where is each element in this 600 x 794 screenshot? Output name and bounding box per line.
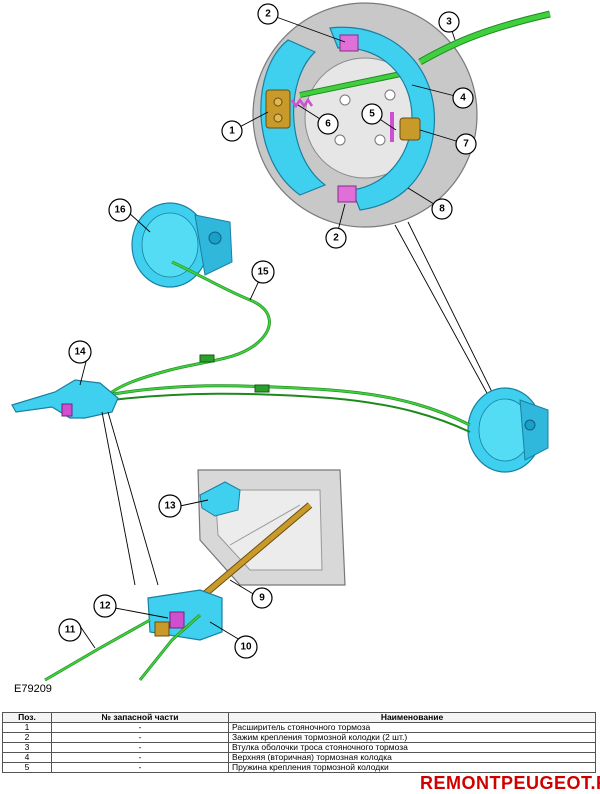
- table-row: 5 - Пружина крепления тормозной колодки: [2, 762, 596, 773]
- callout-9: 9: [251, 587, 273, 609]
- row-part-number: -: [51, 742, 229, 753]
- column-header-part-number: № запасной части: [51, 712, 229, 723]
- underbody-detail: [44, 469, 346, 682]
- shoe-clip-bottom: [337, 185, 357, 203]
- row-position: 4: [2, 752, 52, 763]
- figure-id: E79209: [14, 683, 52, 695]
- callout-12: 12: [93, 594, 117, 618]
- callout-2-top: 2: [257, 3, 279, 25]
- shoe-spring-left: [290, 97, 314, 109]
- svg-text:2: 2: [333, 233, 339, 244]
- svg-text:6: 6: [325, 119, 331, 130]
- svg-text:1: 1: [229, 126, 235, 137]
- callout-7: 7: [455, 133, 477, 155]
- svg-text:12: 12: [99, 601, 111, 612]
- callout-10: 10: [234, 635, 258, 659]
- svg-text:15: 15: [257, 267, 269, 278]
- svg-text:5: 5: [369, 109, 375, 120]
- callout-15: 15: [251, 260, 275, 284]
- svg-text:16: 16: [114, 205, 126, 216]
- table-row: 3 - Втулка оболочки троса стояночного то…: [2, 742, 596, 753]
- lower-brake-shoe: [260, 39, 327, 196]
- callouts: 2 3 4 5 6 1 7 8 2 16 15 14 13 9 12 10 11: [58, 3, 477, 659]
- brake-assembly-diagram: 2 3 4 5 6 1 7 8 2 16 15 14 13 9 12 10 11: [11, 2, 551, 682]
- row-position: 1: [2, 722, 52, 733]
- parts-table: Поз. № запасной части Наименование 1 - Р…: [2, 712, 596, 773]
- row-position: 3: [2, 742, 52, 753]
- parking-brake-cables: [107, 260, 471, 433]
- right-brake-drum: [467, 387, 549, 473]
- row-name: Втулка оболочки троса стояночного тормоз…: [228, 742, 596, 753]
- callout-4: 4: [452, 87, 474, 109]
- callout-13: 13: [158, 494, 182, 518]
- callout-6: 6: [317, 113, 339, 135]
- row-part-number: -: [51, 752, 229, 763]
- row-name: Расширитель стояночного тормоза: [228, 722, 596, 733]
- drum-brake-assembly: [252, 2, 551, 228]
- site-watermark: REMONTPEUGEOT.RU: [418, 773, 600, 794]
- row-position: 2: [2, 732, 52, 743]
- svg-text:13: 13: [164, 501, 176, 512]
- adjuster: [399, 117, 421, 141]
- callout-5: 5: [361, 103, 383, 125]
- svg-text:8: 8: [439, 204, 445, 215]
- row-part-number: -: [51, 722, 229, 733]
- callout-16: 16: [108, 198, 132, 222]
- svg-text:11: 11: [65, 625, 76, 636]
- table-row: 1 - Расширитель стояночного тормоза: [2, 722, 596, 733]
- svg-text:4: 4: [460, 93, 466, 104]
- parking-brake-expander: [265, 89, 291, 129]
- svg-text:9: 9: [259, 593, 265, 604]
- row-name: Зажим крепления тормозной колодки (2 шт.…: [228, 732, 596, 743]
- row-part-number: -: [51, 732, 229, 743]
- callout-8: 8: [431, 198, 453, 220]
- callout-11: 11: [58, 618, 82, 642]
- row-name: Верхняя (вторичная) тормозная колодка: [228, 752, 596, 763]
- callout-1: 1: [221, 120, 243, 142]
- callout-2-bottom: 2: [325, 227, 347, 249]
- parking-brake-lever: [11, 379, 119, 419]
- table-header-row: Поз. № запасной части Наименование: [2, 712, 596, 723]
- svg-text:14: 14: [74, 347, 86, 358]
- left-brake-drum: [131, 202, 233, 288]
- table-row: 4 - Верхняя (вторичная) тормозная колодк…: [2, 752, 596, 763]
- table-row: 2 - Зажим крепления тормозной колодки (2…: [2, 732, 596, 743]
- row-name: Пружина крепления тормозной колодки: [228, 762, 596, 773]
- callout-3: 3: [438, 11, 460, 33]
- callout-14: 14: [68, 340, 92, 364]
- svg-text:7: 7: [463, 139, 469, 150]
- svg-text:3: 3: [446, 17, 452, 28]
- row-position: 5: [2, 762, 52, 773]
- svg-text:10: 10: [240, 642, 252, 653]
- row-part-number: -: [51, 762, 229, 773]
- shoe-clip-top: [339, 34, 359, 52]
- column-header-position: Поз.: [2, 712, 52, 723]
- upper-brake-shoe: [329, 26, 435, 211]
- svg-text:2: 2: [265, 9, 271, 20]
- column-header-name: Наименование: [228, 712, 596, 723]
